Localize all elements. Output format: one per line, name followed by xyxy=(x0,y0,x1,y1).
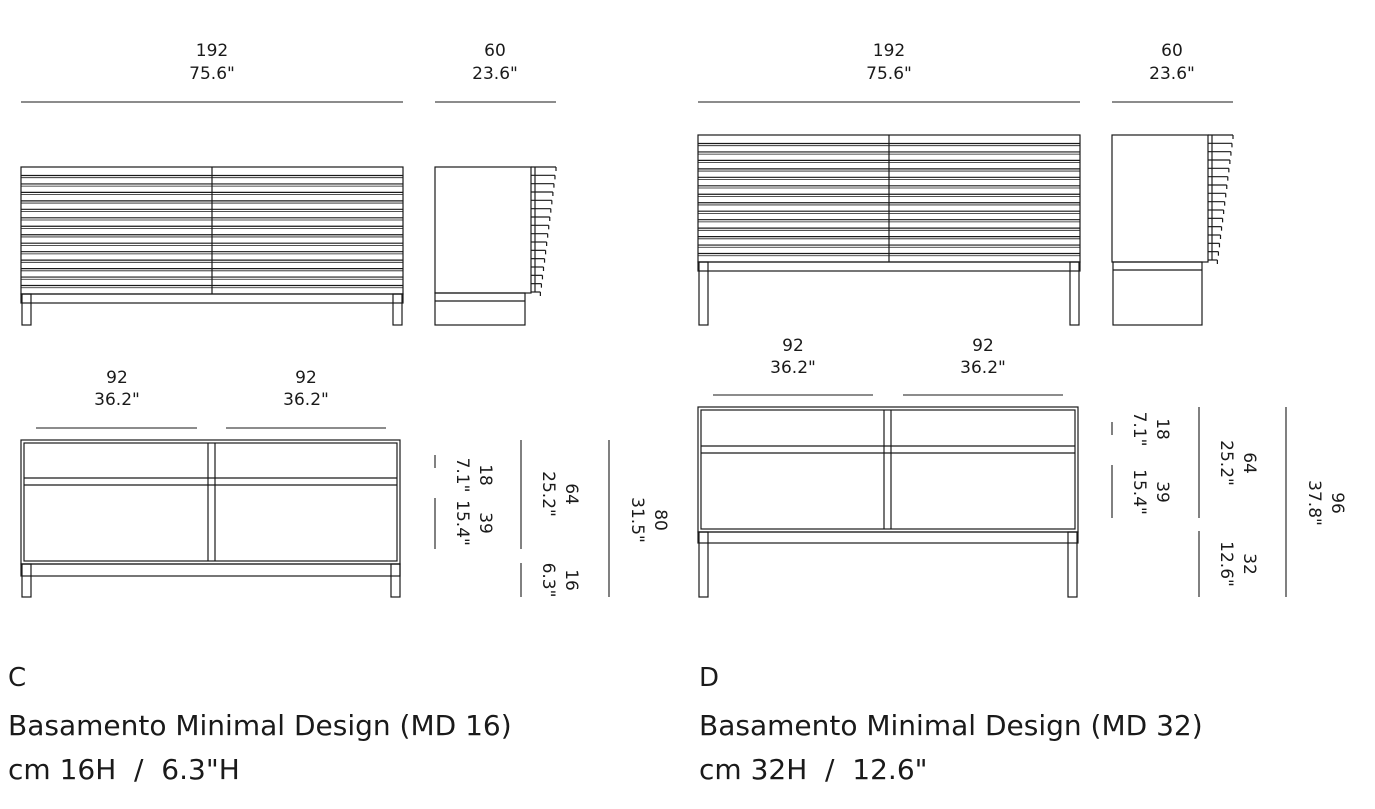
dim-c-h-top-drawer-in: 7.1" xyxy=(452,458,472,493)
dim-d-front-width-in: 75.6" xyxy=(866,64,912,84)
dim-c-side-depth-cm: 60 xyxy=(484,41,506,61)
dim-c-bay-right: 92 36.2" xyxy=(226,368,386,429)
variant-c-drawings: 192 75.6" 60 23.6" 92 xyxy=(20,41,670,598)
dim-c-side-depth-in: 23.6" xyxy=(472,64,518,84)
dim-c-front-width-cm: 192 xyxy=(196,41,228,61)
dim-d-h-total-cm: 96 xyxy=(1327,492,1347,514)
dim-d-h-lower: 39 15.4" xyxy=(1111,465,1172,518)
dim-d-bay-right-in: 36.2" xyxy=(960,358,1006,378)
dim-c-bay-left-in: 36.2" xyxy=(94,390,140,410)
d-side-elevation xyxy=(1111,134,1234,326)
dim-c-h-total: 80 31.5" xyxy=(608,440,670,597)
dim-c-front-width: 192 75.6" xyxy=(21,41,403,103)
dim-c-h-top-drawer-cm: 18 xyxy=(475,464,495,486)
caption-d-name: Basamento Minimal Design (MD 32) xyxy=(699,709,1203,742)
c-structure-leg-right xyxy=(390,563,401,598)
dim-d-h-base: 32 12.6" xyxy=(1198,531,1259,597)
dim-c-h-total-cm: 80 xyxy=(650,509,670,531)
dim-c-h-total-in: 31.5" xyxy=(627,497,647,543)
dim-c-h-base-in: 6.3" xyxy=(538,563,558,598)
dim-c-side-depth: 60 23.6" xyxy=(435,41,556,103)
caption-d: D Basamento Minimal Design (MD 32) cm 32… xyxy=(699,662,1203,790)
dim-c-h-top-drawer: 18 7.1" xyxy=(434,455,495,493)
dim-d-h-body: 64 25.2" xyxy=(1198,407,1259,518)
dim-c-h-lower-cm: 39 xyxy=(475,512,495,534)
d-structure-base-rail xyxy=(697,531,1079,544)
d-side-base xyxy=(1112,261,1203,326)
dim-d-front-width: 192 75.6" xyxy=(698,41,1080,103)
caption-c: C Basamento Minimal Design (MD 16) cm 16… xyxy=(8,662,512,790)
dim-c-h-body-in: 25.2" xyxy=(538,471,558,517)
dim-c-h-base-cm: 16 xyxy=(561,569,581,591)
c-side-slats xyxy=(531,166,557,296)
c-front-elevation xyxy=(20,166,404,326)
dim-c-h-base: 16 6.3" xyxy=(520,563,581,598)
dim-c-bay-right-cm: 92 xyxy=(295,368,317,388)
d-structure-body xyxy=(697,406,1079,533)
dim-d-side-depth: 60 23.6" xyxy=(1112,41,1233,103)
d-front-slats xyxy=(698,142,1080,257)
dim-d-bay-left-in: 36.2" xyxy=(770,358,816,378)
dim-d-h-base-cm: 32 xyxy=(1239,553,1259,575)
dim-d-bay-left-cm: 92 xyxy=(782,336,804,356)
caption-c-letter: C xyxy=(8,663,27,693)
d-side-slats xyxy=(1208,134,1234,264)
d-structure-leg-left xyxy=(698,531,709,598)
caption-d-size: cm 32H / 12.6" xyxy=(699,753,928,786)
dim-c-h-body-cm: 64 xyxy=(561,483,581,505)
c-structure-leg-left xyxy=(21,563,32,598)
dim-c-h-lower: 39 15.4" xyxy=(434,498,495,549)
c-structure-inner xyxy=(23,442,398,562)
d-front-elevation xyxy=(697,134,1081,326)
c-structure-elevation xyxy=(20,439,401,598)
caption-c-name: Basamento Minimal Design (MD 16) xyxy=(8,709,512,742)
dim-d-h-lower-cm: 39 xyxy=(1152,481,1172,503)
dim-d-h-top-drawer-cm: 18 xyxy=(1152,418,1172,440)
d-front-leg-left xyxy=(698,261,709,326)
technical-drawing: 192 75.6" 60 23.6" 92 xyxy=(20,41,1347,598)
dim-d-h-body-in: 25.2" xyxy=(1216,440,1236,486)
dim-c-front-width-in: 75.6" xyxy=(189,64,235,84)
c-front-slats xyxy=(21,174,403,289)
d-structure-inner xyxy=(700,409,1076,530)
dim-d-front-width-cm: 192 xyxy=(873,41,905,61)
d-structure-elevation xyxy=(697,406,1079,598)
dim-d-side-depth-cm: 60 xyxy=(1161,41,1183,61)
c-structure-body xyxy=(20,439,401,565)
d-side-body xyxy=(1111,134,1209,263)
dim-d-side-depth-in: 23.6" xyxy=(1149,64,1195,84)
d-front-leg-right xyxy=(1069,261,1080,326)
dim-d-h-total: 96 37.8" xyxy=(1285,407,1347,597)
dim-d-h-body-cm: 64 xyxy=(1239,452,1259,474)
dim-d-h-base-in: 12.6" xyxy=(1216,541,1236,587)
c-front-leg-right xyxy=(392,293,403,326)
dim-d-h-top-drawer-in: 7.1" xyxy=(1129,412,1149,447)
c-side-elevation xyxy=(434,166,557,326)
variant-d-drawings: 192 75.6" 60 23.6" 92 36.2" xyxy=(697,41,1347,598)
dim-c-bay-right-in: 36.2" xyxy=(283,390,329,410)
caption-c-size: cm 16H / 6.3"H xyxy=(8,753,240,786)
dim-d-h-lower-in: 15.4" xyxy=(1129,469,1149,515)
dim-c-h-body: 64 25.2" xyxy=(520,440,581,549)
dim-c-bay-left: 92 36.2" xyxy=(36,368,197,429)
dim-d-h-total-in: 37.8" xyxy=(1304,480,1324,526)
c-side-base xyxy=(434,292,526,326)
dim-d-bay-right-cm: 92 xyxy=(972,336,994,356)
dim-c-h-lower-in: 15.4" xyxy=(452,500,472,546)
d-structure-leg-right xyxy=(1067,531,1078,598)
dim-d-bay-right: 92 36.2" xyxy=(903,336,1063,396)
dim-d-bay-left: 92 36.2" xyxy=(713,336,873,396)
c-structure-base-rail xyxy=(20,563,401,577)
c-front-leg-left xyxy=(21,293,32,326)
caption-d-letter: D xyxy=(699,663,720,693)
c-front-base-rail xyxy=(20,293,404,304)
c-side-body xyxy=(434,166,532,294)
dim-c-bay-left-cm: 92 xyxy=(106,368,128,388)
dim-d-h-top-drawer: 18 7.1" xyxy=(1111,412,1172,447)
d-front-base-rail xyxy=(697,261,1081,272)
